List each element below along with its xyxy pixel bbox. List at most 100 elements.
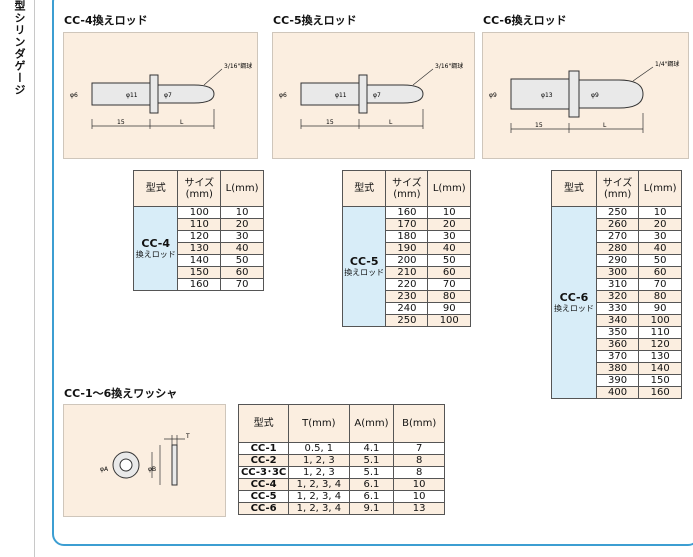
rod-shaft [300,82,360,106]
l-cell: 140 [638,362,682,375]
size-cell: 250 [595,206,640,219]
washer-b-cell: 7 [393,442,445,455]
cc6-d1-label: φ9 [489,92,497,99]
size-cell: 250 [385,314,429,327]
size-cell: 320 [595,290,640,303]
washer-a-cell: 9.1 [348,502,395,515]
size-cell: 260 [595,218,640,231]
cc6-d2-label: φ13 [541,92,553,99]
cc4-d2-label: φ11 [126,92,138,99]
size-cell: 240 [385,302,429,315]
washer-side [171,444,178,486]
size-cell: 210 [385,266,429,279]
rod-tip [157,84,215,104]
content-frame [52,0,693,546]
l-cell: 10 [638,206,682,219]
l-cell: 120 [638,338,682,351]
cc5-rod-drawing: φ6 φ11 φ7 3/16"鋼球 15 L [279,62,463,129]
l-cell: 30 [638,230,682,243]
size-cell: 370 [595,350,640,363]
l-cell: 70 [427,278,471,291]
l-cell: 10 [220,206,264,219]
l-cell: 60 [427,266,471,279]
cc4-d3-label: φ7 [164,92,172,99]
l-cell: 20 [638,218,682,231]
cc4-ball-label: 3/16"鋼球 [224,62,252,70]
washer-a-cell: 6.1 [348,478,395,491]
washer-b-cell: 10 [393,490,445,503]
l-cell: 70 [220,278,264,291]
cc5-rod-diagram: φ6 φ11 φ7 3/16"鋼球 15 L [272,32,475,159]
size-cell: 270 [595,230,640,243]
cc5-d2-label: φ11 [335,92,347,99]
col-size: サイズ (mm) [595,170,640,207]
l-cell: 40 [427,242,471,255]
rod-flange [568,70,580,118]
cc4-rod-heading: CC-4換えロッド [64,14,148,27]
cc6-rod-diagram: φ9 φ13 φ9 1/4"鋼球 15 L [482,32,689,159]
model-name: CC-6 [559,290,589,304]
l-cell: 110 [638,326,682,339]
l-cell: 50 [638,254,682,267]
l-cell: 90 [638,302,682,315]
washer-heading: CC-1～6換えワッシャ [64,387,178,400]
washer-t-cell: 1, 2, 3, 4 [288,490,350,503]
col-model: 型式 [237,404,290,443]
cc5-d1-label: φ6 [279,92,287,99]
size-cell: 150 [177,266,222,279]
size-cell: 400 [595,386,640,399]
size-cell: 290 [595,254,640,267]
size-cell: 220 [385,278,429,291]
washer-a-cell: 5.1 [348,454,395,467]
cc6-rod-drawing: φ9 φ13 φ9 1/4"鋼球 15 L [489,60,679,133]
l-cell: 40 [220,242,264,255]
washer-hole [119,458,133,472]
rod-tip [578,79,644,109]
washer-model-cell: CC-5 [237,490,290,503]
size-cell: 330 [595,302,640,315]
l-cell: 80 [427,290,471,303]
size-cell: 350 [595,326,640,339]
l-cell: 80 [638,290,682,303]
washer-t-cell: 0.5, 1 [288,442,350,455]
size-cell: 160 [177,278,222,291]
cc6-ball-label: 1/4"鋼球 [655,60,679,68]
size-cell: 200 [385,254,429,267]
washer-b-cell: 8 [393,454,445,467]
model-sub: 換えロッド [344,267,385,277]
col-size: サイズ (mm) [177,170,222,207]
cc5-len15-label: 15 [326,119,334,126]
l-cell: 30 [220,230,264,243]
cc4-d1-label: φ6 [70,92,78,99]
l-cell: 40 [638,242,682,255]
cc6-rod-heading: CC-6換えロッド [483,14,567,27]
rod-tip [366,84,424,104]
washer-b-cell: 8 [393,466,445,479]
col-t: T(mm) [288,404,350,443]
rod-flange [358,74,368,114]
size-cell: 160 [385,206,429,219]
size-cell: 360 [595,338,640,351]
model-sub: 換えロッド [135,249,176,259]
col-model: 型式 [341,170,387,207]
sidebar: 型シリンダゲージ [0,0,35,557]
cc5-lenL-label: L [389,119,393,126]
washer-t-cell: 1, 2, 3 [288,466,350,479]
washer-model-cell: CC-2 [237,454,290,467]
cc5-d3-label: φ7 [373,92,381,99]
size-cell: 390 [595,374,640,387]
model-name: CC-4 [141,236,171,250]
cc6-lenL-label: L [603,122,607,129]
l-cell: 160 [638,386,682,399]
washer-drawing: T φA φB [100,433,190,486]
col-size: サイズ (mm) [385,170,429,207]
l-cell: 70 [638,278,682,291]
size-cell: 340 [595,314,640,327]
washer-a-cell: 6.1 [348,490,395,503]
cc5-ball-label: 3/16"鋼球 [435,62,463,70]
